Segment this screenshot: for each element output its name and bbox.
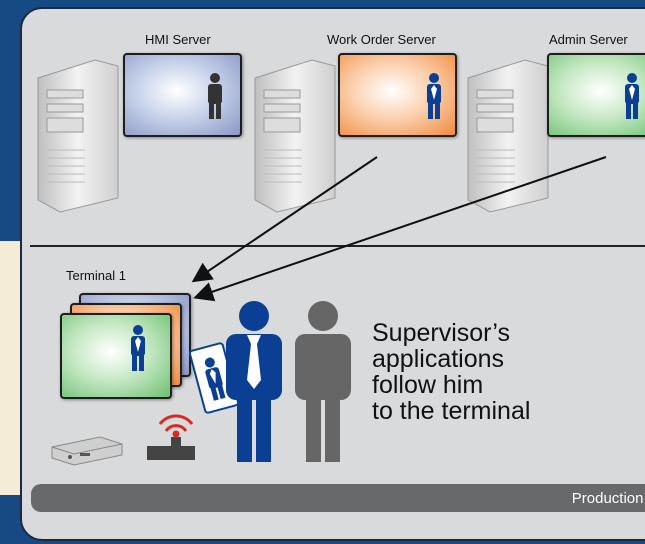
- arrow-work-order-to-terminal: [191, 156, 378, 283]
- caption-line-1: Supervisor’s: [372, 319, 511, 347]
- arrow-admin-to-terminal: [193, 156, 607, 302]
- admin-server-tower: [467, 59, 549, 213]
- card-reader-icon: [147, 437, 195, 460]
- admin-server-label: Admin Server: [549, 32, 628, 47]
- caption-line-3: follow him: [372, 371, 484, 399]
- terminal-label: Terminal 1: [66, 268, 126, 283]
- hmi-server-tower: [37, 59, 119, 213]
- caption-line-2: applications: [372, 345, 505, 373]
- hmi-user-icon: [208, 73, 222, 119]
- admin-user-icon: [625, 73, 639, 119]
- wireless-signal-icon: [158, 414, 194, 438]
- thin-client-icon: [51, 436, 123, 466]
- other-person-figure: [295, 301, 351, 462]
- production-line-label: Production line: [571, 490, 645, 507]
- work-order-user-icon: [427, 73, 441, 119]
- work-order-server-tower: [254, 59, 336, 213]
- supervisor-caption: Supervisor’s applications follow him to …: [372, 320, 530, 424]
- hmi-server-screen: [123, 53, 242, 137]
- production-line-bar: Production line: [31, 484, 645, 512]
- work-order-server-label: Work Order Server: [327, 32, 436, 47]
- terminal-user-icon: [131, 325, 145, 371]
- supervisor-figure: [226, 301, 282, 462]
- network-divider: [30, 245, 645, 247]
- caption-line-4: to the terminal: [372, 397, 531, 425]
- hmi-server-label: HMI Server: [145, 32, 211, 47]
- terminal-screen-admin: [60, 313, 172, 399]
